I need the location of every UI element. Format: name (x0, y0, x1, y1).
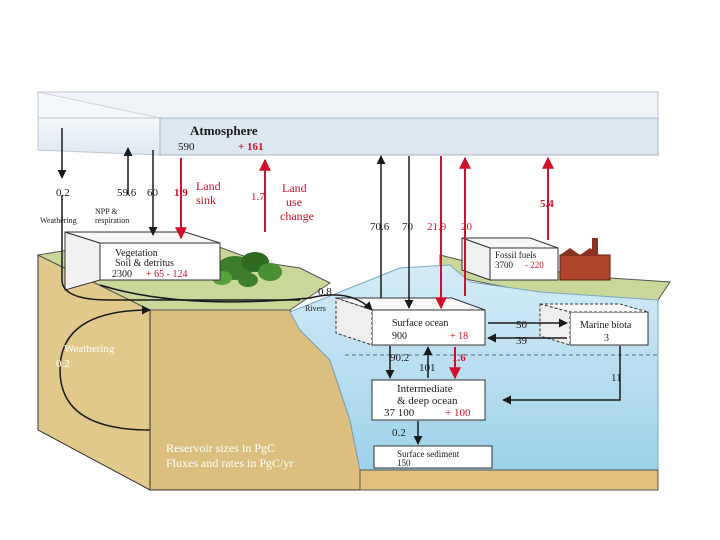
weathering-side-label: Weathering (64, 343, 115, 355)
land-sink-value: 1.9 (174, 187, 188, 199)
vegetation-subtitle: Soil & detritus (115, 258, 174, 269)
flux-deep-anthro: 1.6 (452, 352, 466, 364)
flux-fossil-emission: 5.4 (540, 198, 554, 210)
land-sink-line2: sink (196, 193, 216, 207)
surface-ocean-title: Surface ocean (392, 318, 448, 329)
atmosphere-value: 590 (178, 141, 195, 153)
marine-biota-title: Marine biota (580, 320, 632, 331)
npp-label-1: NPP & (95, 207, 118, 216)
deep-ocean-change: + 100 (445, 407, 471, 419)
factory-icon (559, 238, 611, 281)
sediment-title: Surface sediment (397, 449, 460, 459)
land-use-line3: change (280, 209, 314, 223)
deep-ocean-value: 37 100 (384, 407, 415, 419)
npp-label-2: respiration (95, 216, 129, 225)
deep-ocean-title1: Intermediate (397, 383, 453, 395)
land-sink-line1: Land (196, 179, 221, 193)
land-use-value: 1.7 (251, 191, 265, 203)
sediment-value: 150 (397, 458, 411, 468)
flux-biota-in: 50 (516, 319, 528, 331)
fossil-fuels-box (461, 237, 559, 281)
deep-ocean-title2: & deep ocean (397, 395, 458, 407)
vegetation-value: 2300 (112, 269, 132, 280)
flux-anthro-down: 21.9 (427, 221, 447, 233)
flux-ocean-up: 70.6 (370, 221, 390, 233)
legend-line2: Fluxes and rates in PgC/yr (166, 456, 293, 470)
fossil-change: - 220 (525, 260, 544, 270)
flux-sediment: 0.2 (392, 427, 406, 439)
surface-ocean-change: + 18 (450, 331, 468, 342)
deep-ocean-box (371, 379, 486, 421)
rivers-arrow (99, 284, 373, 311)
flux-weathering-top: 0.2 (56, 187, 70, 199)
marine-biota-value: 3 (604, 333, 609, 344)
flux-anthro-up: 20 (461, 221, 473, 233)
weathering-side-value: 0.2 (56, 358, 70, 370)
legend-line1: Reservoir sizes in PgC (166, 441, 275, 455)
weathering-side-arrow (59, 305, 151, 431)
vegetation-box (64, 231, 221, 291)
flux-deep-down: 90.2 (390, 352, 409, 364)
labels: Atmosphere 590 + 161 0.2 59.6 60 NPP & r… (40, 123, 632, 470)
rivers-value: 0.8 (318, 286, 332, 298)
vegetation-change: + 65 - 124 (146, 269, 187, 280)
flux-arrows (57, 128, 621, 445)
weathering-label: Weathering (40, 216, 77, 225)
fossil-title: Fossil fuels (495, 250, 537, 260)
biota-sink-arrow (502, 346, 621, 405)
flux-biota-sink: 11 (611, 372, 622, 384)
flux-sixty: 60 (147, 187, 159, 199)
weathering-loop-arrow (61, 195, 300, 301)
flux-deep-up: 101 (419, 362, 436, 374)
marine-biota-box (539, 303, 649, 346)
land-use-line2: use (286, 195, 302, 209)
fossil-value: 3700 (495, 260, 514, 270)
flux-biota-out: 39 (516, 335, 528, 347)
surface-ocean-value: 900 (392, 331, 407, 342)
atmosphere-slab (37, 91, 659, 156)
forest-icon (212, 252, 282, 287)
land-use-line1: Land (282, 181, 307, 195)
atmosphere-title: Atmosphere (190, 123, 258, 138)
surface-sediment-box (373, 445, 493, 469)
flux-ocean-down: 70 (402, 221, 414, 233)
rivers-label: Rivers (305, 304, 326, 313)
flux-npp: 59.6 (117, 187, 137, 199)
vegetation-title: Vegetation (115, 248, 158, 259)
atmosphere-change: + 161 (238, 141, 264, 153)
